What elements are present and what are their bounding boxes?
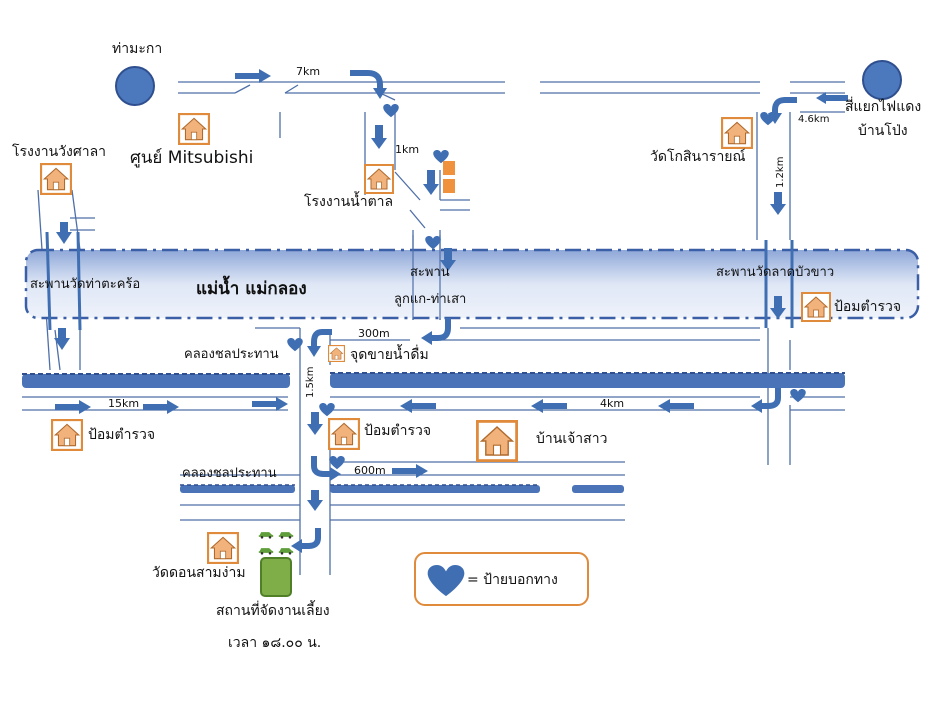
mitsubishi-label: ศูนย์ Mitsubishi (130, 148, 254, 168)
cars (258, 532, 294, 555)
si-yaek-label: สี่แยกไฟแดง (845, 99, 922, 115)
bridge-bottom-label: ลูกแก-ท่าเสา (394, 292, 467, 307)
house-icon (178, 113, 210, 145)
legend-text: = ป้ายบอกทาง (467, 572, 558, 588)
police-center-label: ป้อมตำรวจ (364, 423, 432, 439)
car-icon (258, 532, 274, 539)
heart-icon (425, 236, 441, 250)
drink-point-label: จุดขายน้ำดื่ม (350, 347, 429, 363)
car-icon (278, 532, 294, 539)
canal-upper-label: คลองชลประทาน (184, 347, 279, 362)
sugar-factory-label: โรงงานน้ำตาล (304, 194, 394, 210)
ban-pong-label: บ้านโป่ง (858, 123, 908, 139)
heart-icon (319, 403, 335, 417)
wat-kosin-label: วัดโกสินารายณ์ (650, 149, 746, 165)
venue-label: สถานที่จัดงานเลี้ยง (216, 603, 330, 619)
car-icon (278, 548, 294, 555)
heart-icon (383, 104, 399, 118)
house-icon (364, 164, 394, 194)
river-label: แม่น้ำ แม่กลอง (196, 279, 307, 299)
bride-house-label: บ้านเจ้าสาว (536, 431, 608, 447)
house-icon (800, 292, 832, 322)
distance-15km: 15km (108, 397, 140, 410)
bridge-top-label: สะพาน (410, 265, 450, 280)
wang-sala-label: โรงงานวังศาลา (12, 144, 107, 160)
house-icon (50, 419, 84, 451)
route-arrows (54, 69, 848, 553)
tha-makok-circle (115, 66, 155, 106)
police-right-label: ป้อมตำรวจ (834, 299, 902, 315)
distance-4km: 4km (600, 397, 625, 410)
distance-600m: 600m (354, 464, 386, 477)
tha-makok-label: ท่ามะกา (112, 41, 163, 57)
police-left-label: ป้อมตำรวจ (88, 427, 156, 443)
canals (22, 372, 845, 493)
roads (22, 81, 845, 575)
distance-1km: 1km (395, 143, 420, 156)
bridges (45, 231, 794, 331)
house-icon (328, 345, 345, 362)
house-icon (475, 420, 519, 462)
bridge-lat-buakhao-label: สะพานวัดลาดบัวขาว (716, 265, 835, 280)
house-icon (206, 532, 240, 564)
heart-icon (790, 389, 806, 403)
distance-300m: 300m (358, 327, 390, 340)
distance-1-5km: 1.5km (305, 366, 316, 398)
distance-1-2km: 1.2km (775, 156, 786, 188)
car-icon (258, 548, 274, 555)
si-yaek-circle (862, 60, 902, 100)
heart-icon (329, 456, 345, 470)
river-band (24, 248, 920, 320)
time-label: เวลา ๑๘.๐๐ น. (228, 635, 322, 651)
wat-don-label: วัดดอนสามง่าม (152, 565, 246, 581)
bridge-tha-takhro-label: สะพานวัดท่าตะคร้อ (30, 277, 141, 292)
house-icon (721, 117, 753, 149)
house-icon (327, 418, 361, 450)
venue-block (260, 557, 292, 597)
heart-icon (760, 112, 776, 126)
distance-4-6km: 4.6km (798, 114, 830, 125)
canal-lower-label: คลองชลประทาน (182, 466, 277, 481)
house-icon (40, 163, 72, 195)
distance-7km: 7km (296, 65, 321, 78)
